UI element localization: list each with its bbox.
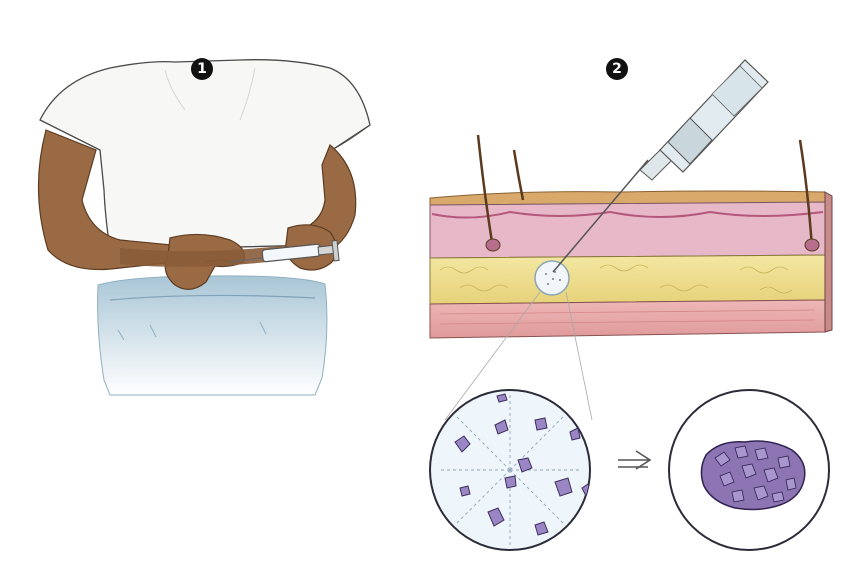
double-chevron-right-icon: [618, 450, 652, 470]
step-badge-2: 2: [606, 58, 628, 80]
right-arm: [299, 144, 357, 251]
pants: [97, 275, 328, 396]
zoom-guide-lines: [444, 291, 593, 421]
zoom-dispersed-particles: [429, 389, 591, 551]
skin-cross-section: [429, 134, 833, 421]
injection-depot: [534, 260, 570, 296]
person-illustration: [37, 59, 371, 396]
syringe-large: [552, 59, 769, 273]
syringe-small: [227, 239, 340, 263]
step-badge-1: 1: [191, 58, 213, 80]
zoom-aggregated-gel: [668, 389, 830, 551]
muscle-layer: [429, 299, 826, 339]
hair-strands: [476, 134, 814, 249]
left-arm: [37, 129, 176, 271]
fat-layer: [429, 254, 826, 305]
